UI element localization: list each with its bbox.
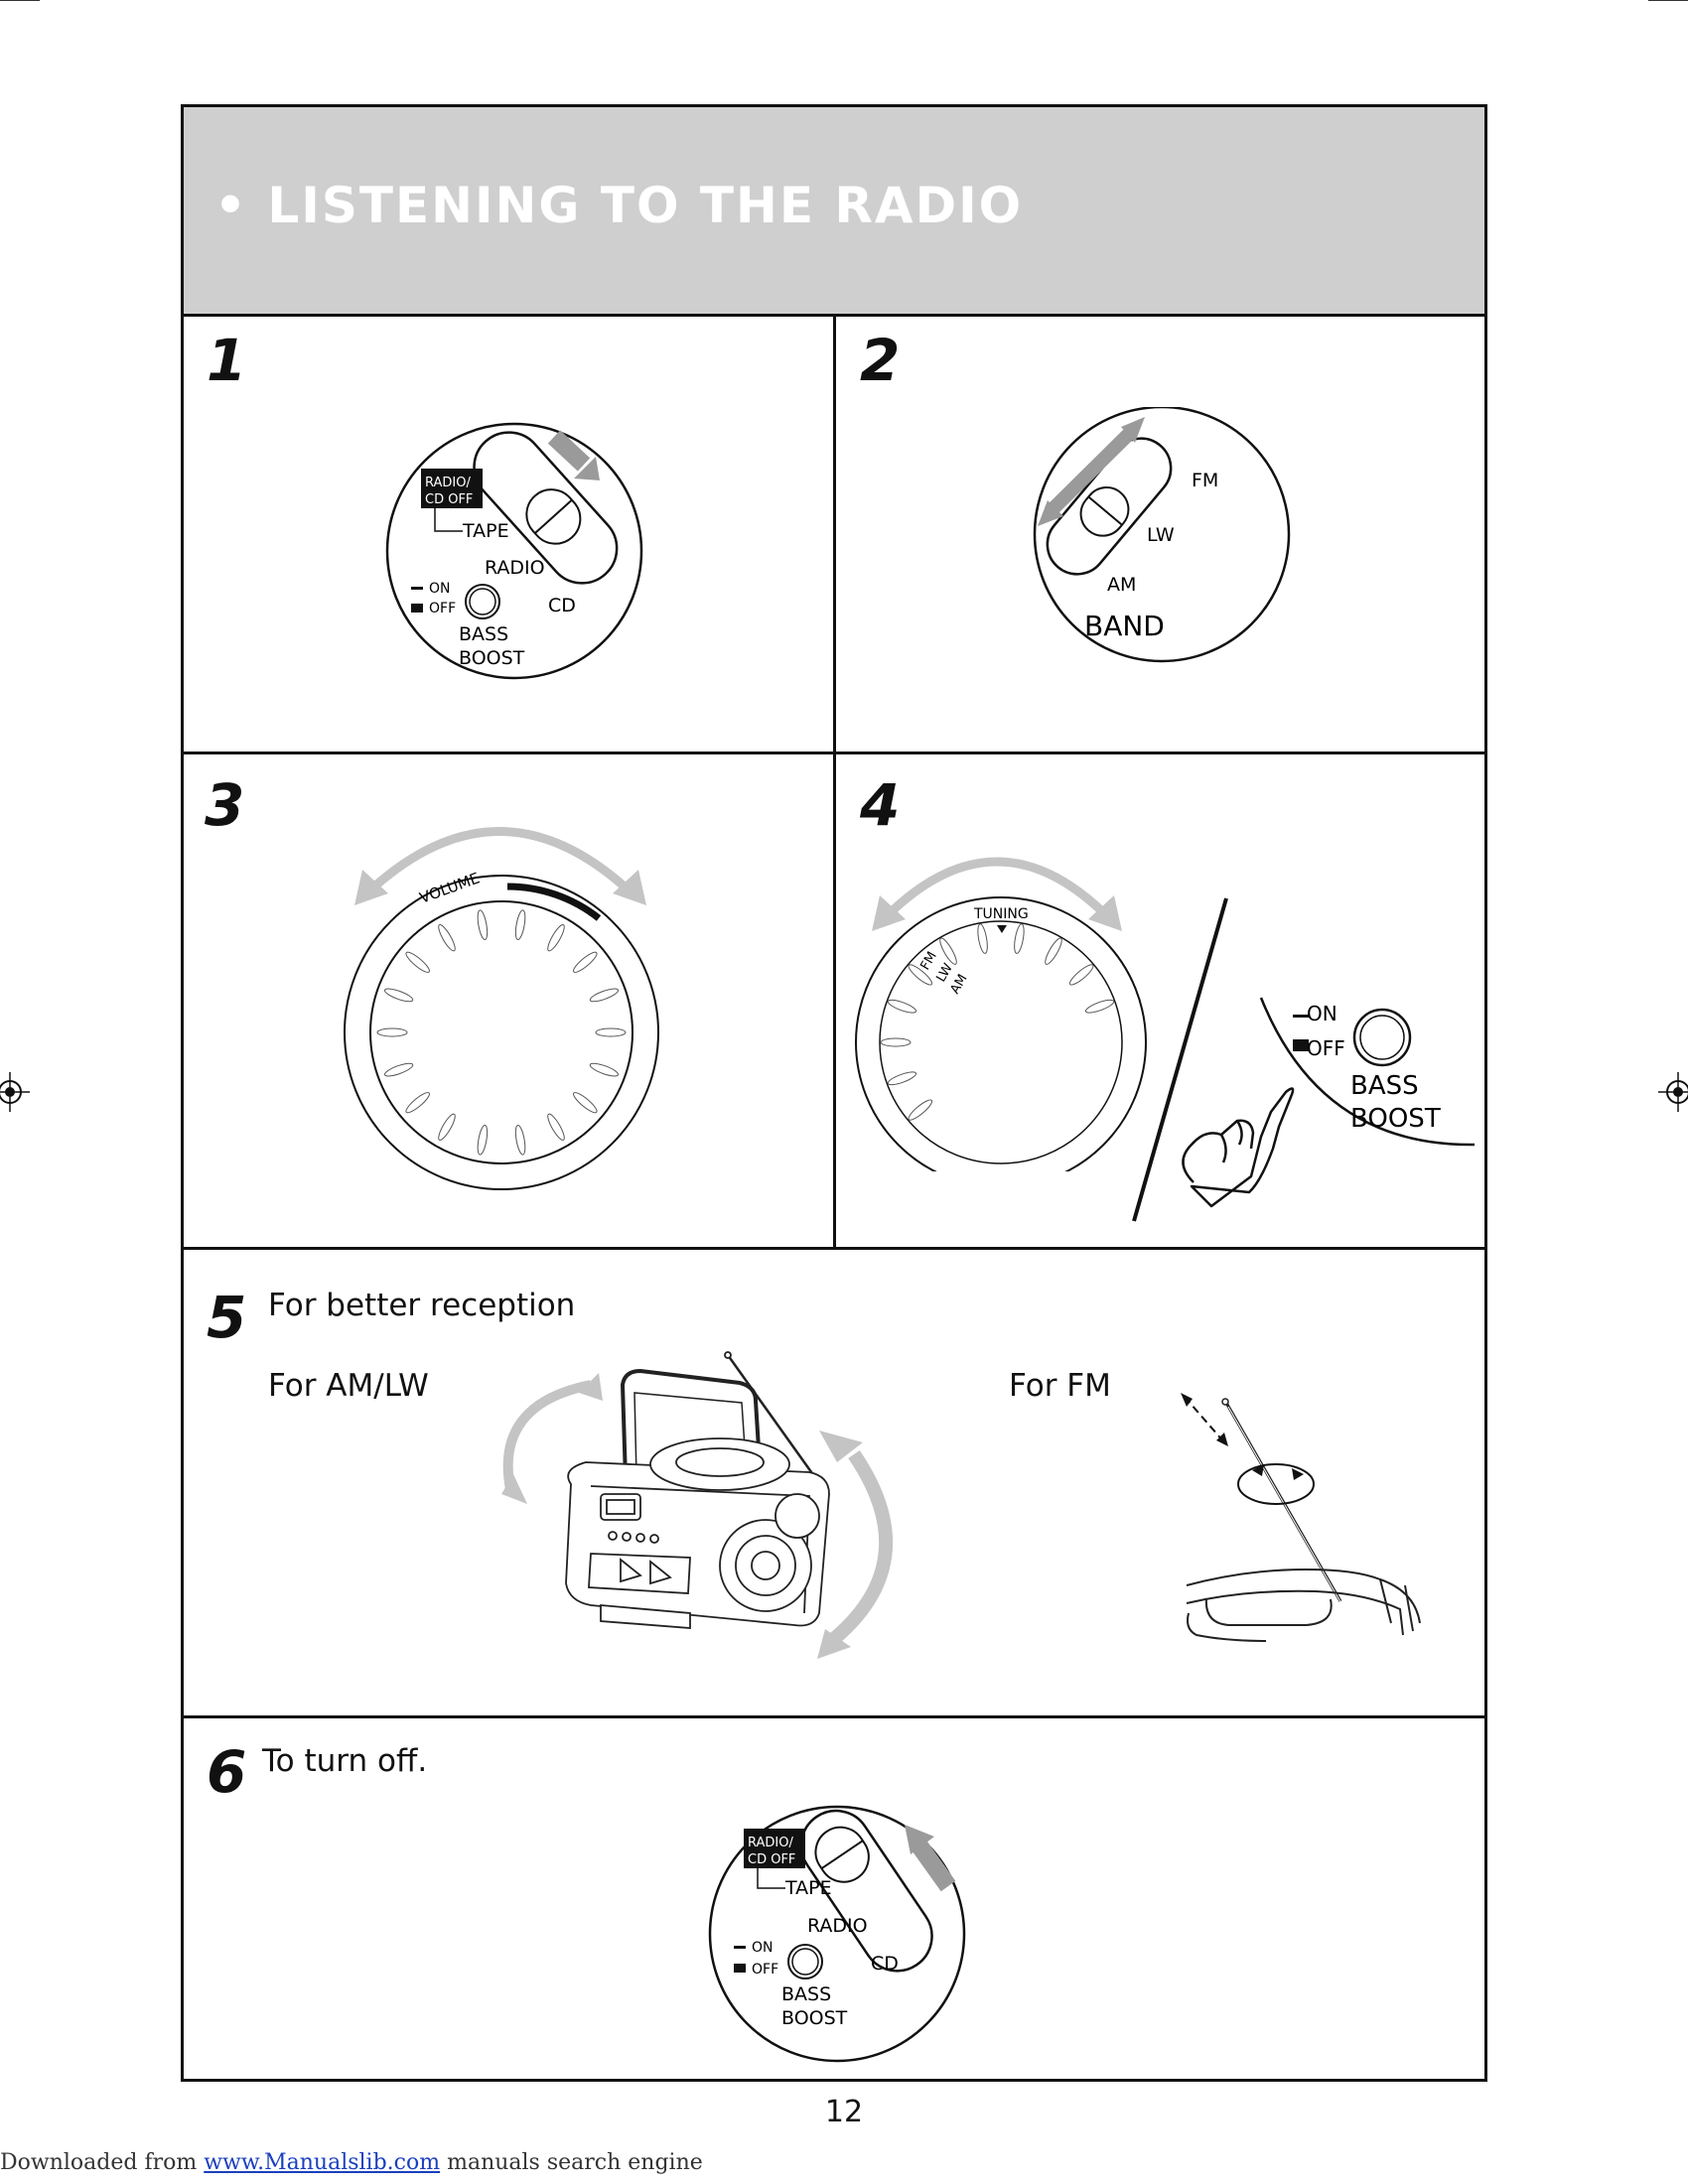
radio-cd-off-label: CD OFF (748, 1852, 795, 1867)
off-label: OFF (752, 1962, 778, 1978)
fm-antenna-illustration (1181, 1393, 1421, 1642)
boost-label: BOOST (459, 647, 525, 669)
am-label: AM (1107, 574, 1136, 596)
dial-ridge (376, 1027, 408, 1037)
dial-ridge (547, 1113, 565, 1141)
dial-ridge (573, 951, 598, 973)
radio-top-icon (1186, 1568, 1421, 1642)
dial-ridge (1045, 937, 1062, 965)
dial-ridge (977, 923, 988, 954)
divider (184, 314, 1484, 317)
function-switch-off-illustration: RADIO/ CD OFF TAPE RADIO CD ON OFF BASS … (708, 1805, 966, 2063)
bass-label: BASS (459, 623, 508, 645)
step-caption: For better reception (268, 1288, 576, 1323)
on-label: ON (429, 581, 451, 597)
footer-suffix: manuals search engine (440, 2150, 703, 2175)
function-switch-illustration: RADIO/ CD OFF TAPE RADIO CD ON OFF BASS … (385, 422, 643, 680)
step-number: 4 (860, 771, 901, 839)
divider (184, 1715, 1484, 1718)
tape-label: TAPE (784, 1877, 832, 1899)
band-label: BAND (1084, 610, 1165, 642)
dial-ridge (547, 924, 565, 952)
on-label: ON (752, 1940, 774, 1956)
header-band (184, 107, 1484, 316)
step-number: 5 (207, 1284, 247, 1351)
dial-ridge (477, 909, 489, 940)
boost-label: BOOST (1350, 1104, 1441, 1134)
dial-ridge (908, 964, 933, 986)
volume-dial-illustration: VOLUME (344, 827, 659, 1190)
dial-ridge (405, 951, 430, 973)
tuning-dial-illustration: TUNING FM LW AM (855, 857, 1147, 1171)
dial-ridge (880, 1037, 912, 1047)
dial-ridge (438, 924, 456, 952)
dial-ridge (887, 999, 917, 1014)
radio-cd-off-label: RADIO/ (425, 476, 471, 490)
dial-ridge (939, 937, 957, 965)
dial-ridge (1014, 923, 1025, 954)
fm-label: FM (1192, 470, 1218, 491)
dial-ridge (1084, 999, 1115, 1014)
radio-label: RADIO (807, 1915, 868, 1937)
page-number: 12 (824, 2095, 864, 2129)
page-frame (181, 104, 1487, 2082)
crop-mark (1648, 0, 1688, 1)
dial-ridge (1068, 964, 1094, 986)
dial-ridge (595, 1027, 627, 1037)
dial-ridge (405, 1092, 430, 1114)
dial-ridge (477, 1125, 489, 1156)
divider (833, 316, 836, 1249)
dial-ridge (438, 1113, 456, 1141)
crop-mark (0, 0, 40, 1)
footer-prefix: Downloaded from (0, 2150, 205, 2175)
dial-ridge (589, 1062, 620, 1077)
manualslib-link[interactable]: www.Manualslib.com (204, 2150, 441, 2175)
bass-boost-panel-illustration: ON OFF BASS BOOST (1132, 897, 1476, 1222)
volume-label: VOLUME (417, 869, 482, 906)
boombox-icon (565, 1351, 830, 1629)
footer: Downloaded from www.Manualslib.com manua… (0, 2150, 703, 2175)
fm-label: For FM (1009, 1368, 1111, 1404)
step-number: 6 (207, 1738, 247, 1806)
dial-ridge (589, 988, 620, 1003)
on-label: ON (1307, 1002, 1337, 1025)
boost-label: BOOST (781, 2007, 848, 2029)
tuning-label: TUNING (973, 906, 1029, 922)
dial-ridges (880, 923, 1115, 1121)
dial-ridges (376, 909, 627, 1156)
off-label: OFF (429, 601, 456, 616)
dial-ridge (514, 1125, 526, 1156)
off-label: OFF (1307, 1036, 1345, 1060)
step-number: 1 (207, 327, 247, 394)
registration-mark-left (0, 1072, 30, 1112)
radio-label: RADIO (485, 557, 545, 579)
dial-ridge (383, 988, 414, 1003)
dial-ridge (514, 909, 526, 940)
bass-label: BASS (1350, 1071, 1419, 1101)
fm-label: FM (917, 949, 939, 973)
pointing-finger-icon (1182, 1087, 1295, 1208)
dial-ridge (383, 1062, 414, 1077)
step-number: 2 (860, 327, 901, 394)
bass-label: BASS (781, 1983, 831, 2005)
step-number: 3 (205, 771, 245, 839)
lw-label: LW (1147, 524, 1175, 546)
cd-label: CD (871, 1953, 899, 1975)
radio-cd-off-label: CD OFF (425, 492, 473, 507)
dial-ridge (573, 1092, 598, 1114)
am-lw-label: For AM/LW (268, 1368, 429, 1404)
tape-label: TAPE (462, 520, 509, 542)
dial-ridge (908, 1099, 933, 1121)
radio-rotate-illustration (501, 1351, 894, 1659)
dial-ridge (887, 1071, 917, 1086)
radio-cd-off-label: RADIO/ (748, 1836, 793, 1850)
page-title: • LISTENING TO THE RADIO (214, 177, 1024, 234)
registration-mark-right (1658, 1072, 1688, 1112)
cd-label: CD (548, 595, 576, 616)
step-caption: To turn off. (262, 1743, 428, 1779)
band-switch-illustration: FM LW AM BAND (1033, 407, 1291, 663)
